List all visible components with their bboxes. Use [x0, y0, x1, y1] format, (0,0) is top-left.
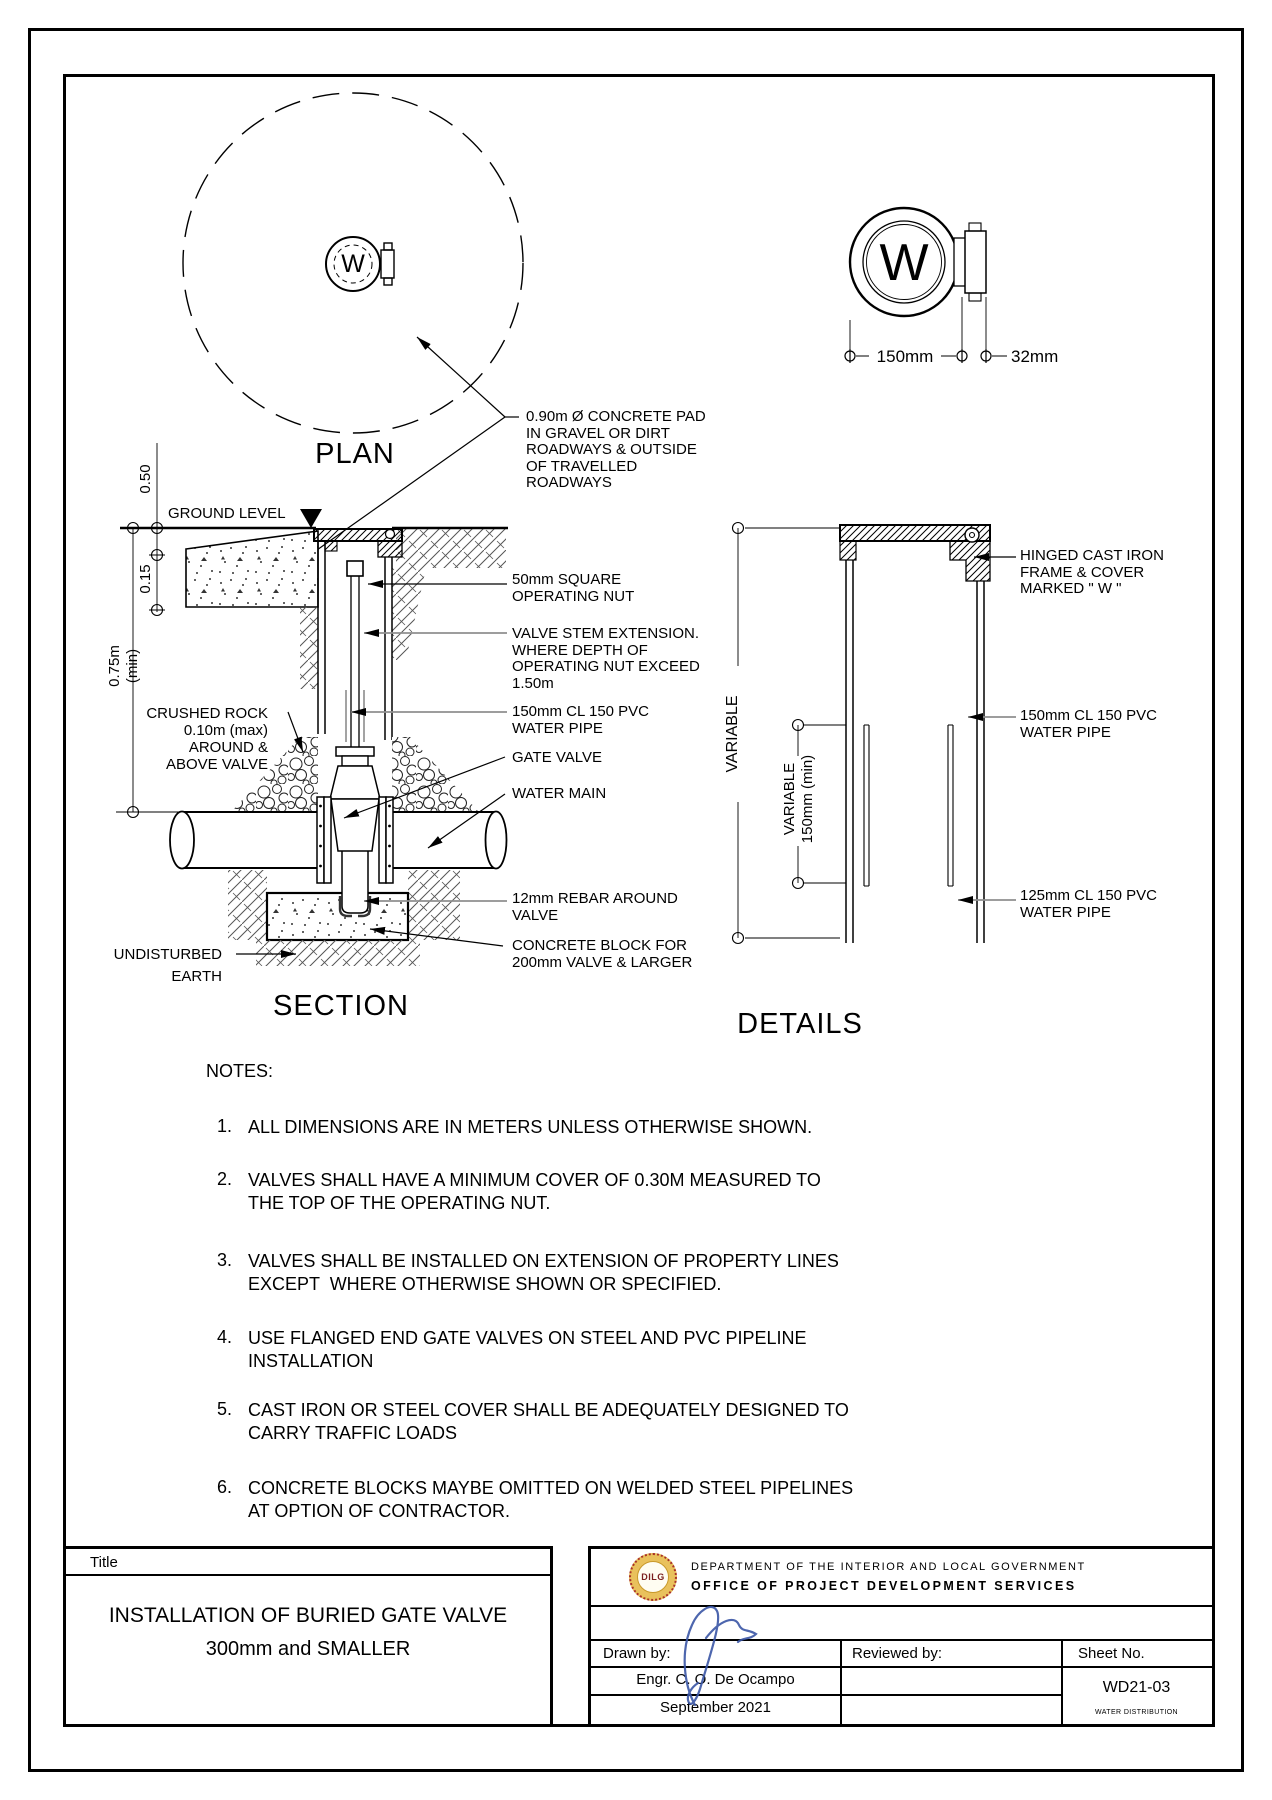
dim-variable-inner: VARIABLE 150mm (min) [781, 754, 816, 844]
hinge-width-dim: 32mm [1011, 347, 1059, 366]
note-text: CONCRETE BLOCKS MAYBE OMITTED ON WELDED … [248, 1478, 854, 1521]
pipe-150-callout: 150mm CL 150 PVC WATER PIPE [512, 703, 650, 737]
note-text: VALVES SHALL BE INSTALLED ON EXTENSION O… [248, 1251, 839, 1294]
sheet-number: WD21-03 [1102, 1679, 1171, 1696]
details-linework [731, 521, 1016, 945]
drawn-by-label: Drawn by: [603, 1645, 671, 1662]
dilg-logo: DILG [629, 1553, 677, 1601]
cover-detail-linework [844, 206, 1007, 363]
water-main-callout: WATER MAIN [512, 785, 607, 802]
operating-nut-callout: 50mm SQUARE OPERATING NUT [512, 571, 635, 605]
sheet-title-line1: INSTALLATION OF BURIED GATE VALVE [108, 1604, 508, 1627]
gate-valve-callout: GATE VALVE [512, 749, 603, 766]
note-text: CAST IRON OR STEEL COVER SHALL BE ADEQUA… [248, 1400, 849, 1443]
sheet-category: WATER DISTRIBUTION [1094, 1709, 1179, 1716]
agency-name: DEPARTMENT OF THE INTERIOR AND LOCAL GOV… [691, 1561, 1086, 1573]
details-pipe-150-callout: 150mm CL 150 PVC WATER PIPE [1020, 707, 1158, 741]
cover-letter: W [879, 234, 929, 292]
details-pipe-125-callout: 125mm CL 150 PVC WATER PIPE [1020, 887, 1158, 921]
plan-valve-letter: W [341, 250, 365, 278]
concrete-block-callout: CONCRETE BLOCK FOR 200mm VALVE & LARGER [512, 937, 693, 971]
column-divider [1061, 1641, 1063, 1724]
note-text: ALL DIMENSIONS ARE IN METERS UNLESS OTHE… [248, 1117, 813, 1137]
sheet-no-label: Sheet No. [1078, 1645, 1145, 1662]
column-divider [840, 1641, 842, 1724]
reviewed-by-label: Reviewed by: [852, 1645, 943, 1662]
title-box: Title INSTALLATION OF BURIED GATE VALVE … [63, 1546, 553, 1727]
note-number: 5. [216, 1399, 232, 1419]
plan-title: PLAN [315, 438, 395, 470]
row-divider [591, 1666, 1212, 1668]
note-number: 2. [216, 1169, 232, 1189]
drawn-date: September 2021 [660, 1699, 771, 1716]
section-linework [116, 443, 508, 966]
dilg-logo-text: DILG [641, 1572, 665, 1582]
dim-0-75: 0.75m (min) [106, 645, 141, 687]
dim-variable-outer: VARIABLE [724, 695, 741, 773]
page-border [28, 28, 1244, 1772]
dim-0-15: 0.15 [137, 564, 154, 594]
dilg-logo-center: DILG [637, 1561, 669, 1593]
title-label: Title [66, 1549, 550, 1576]
note-number: 4. [216, 1327, 232, 1347]
sheet-title-line2: 300mm and SMALLER [205, 1638, 411, 1660]
note-text: USE FLANGED END GATE VALVES ON STEEL AND… [248, 1328, 807, 1371]
agency-header-row: DILG DEPARTMENT OF THE INTERIOR AND LOCA… [591, 1549, 1212, 1607]
note-text: VALVES SHALL HAVE A MINIMUM COVER OF 0.3… [248, 1170, 821, 1213]
crushed-rock-callout: CRUSHED ROCK 0.10m (max) AROUND & ABOVE … [146, 705, 268, 773]
signature-row [591, 1607, 1212, 1641]
hinged-frame-callout: HINGED CAST IRON FRAME & COVER MARKED " … [1020, 547, 1164, 597]
ground-level-label: GROUND LEVEL [168, 505, 286, 522]
concrete-pad-callout: 0.90m Ø CONCRETE PAD IN GRAVEL OR DIRT R… [526, 408, 706, 491]
row-divider [591, 1694, 1061, 1696]
cover-width-dim: 150mm [876, 347, 934, 366]
stem-extension-callout: VALVE STEM EXTENSION. WHERE DEPTH OF OPE… [512, 625, 700, 692]
details-title: DETAILS [737, 1008, 863, 1040]
note-number: 1. [216, 1116, 232, 1136]
note-number: 6. [216, 1477, 232, 1497]
rebar-callout: 12mm REBAR AROUND VALVE [512, 890, 678, 924]
plan-linework [182, 92, 524, 563]
undisturbed-earth-callout: UNDISTURBED EARTH [113, 946, 222, 985]
agency-box: DILG DEPARTMENT OF THE INTERIOR AND LOCA… [588, 1546, 1215, 1727]
notes-heading: NOTES: [206, 1061, 274, 1081]
section-title: SECTION [273, 990, 409, 1022]
agency-office: OFFICE OF PROJECT DEVELOPMENT SERVICES [691, 1579, 1077, 1593]
drawn-by-name: Engr. C. O. De Ocampo [636, 1671, 795, 1688]
signature [683, 1605, 758, 1707]
dim-0-50: 0.50 [137, 464, 154, 494]
note-number: 3. [216, 1250, 232, 1270]
